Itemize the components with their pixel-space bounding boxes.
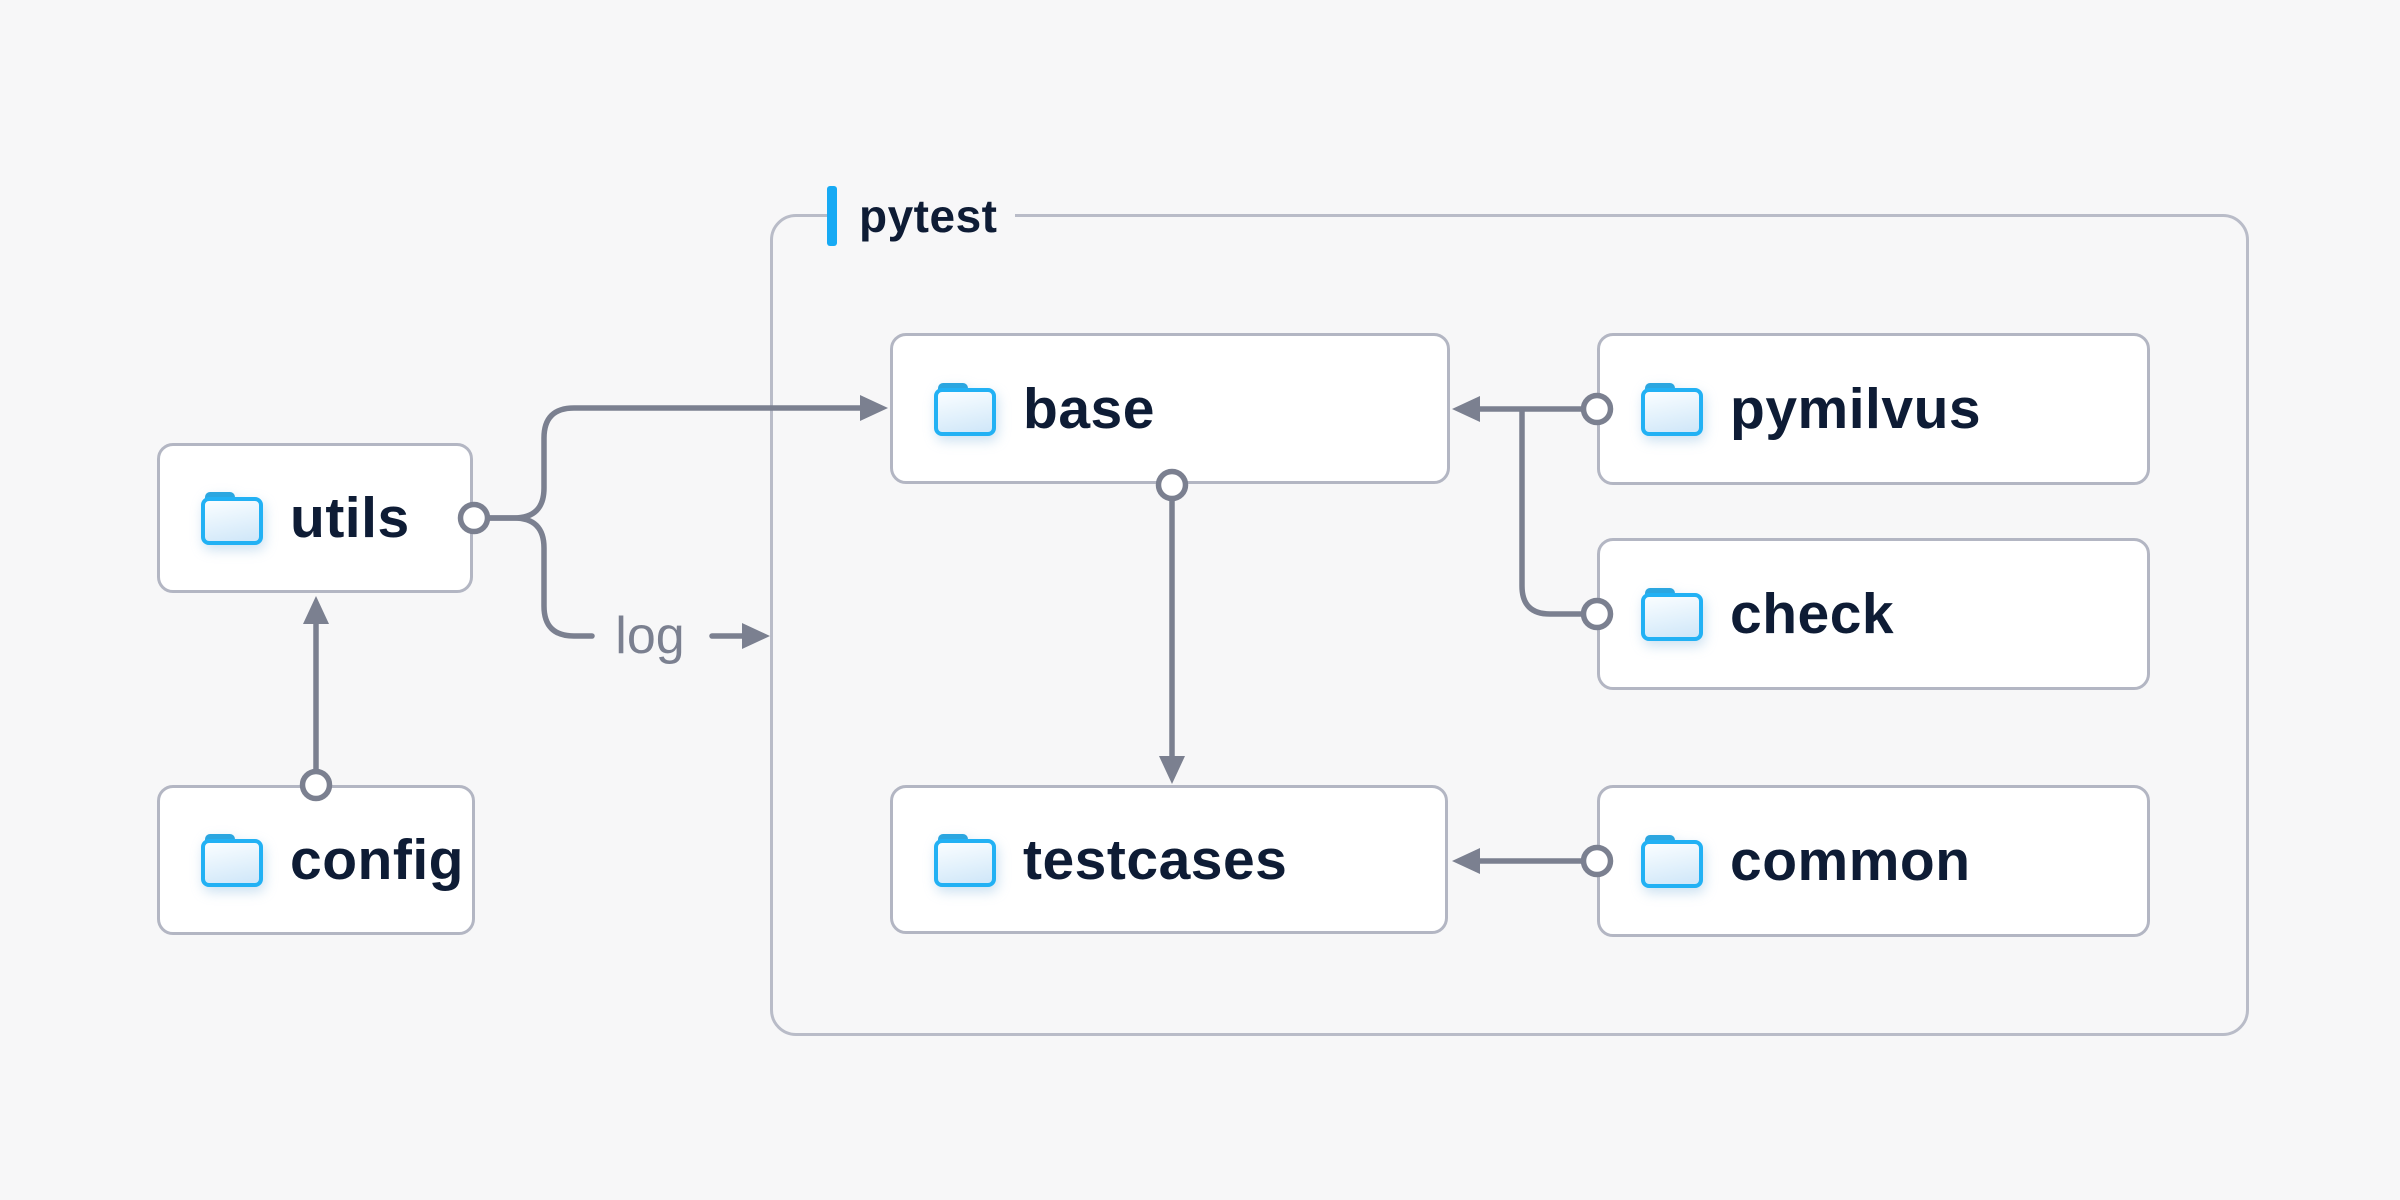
node-label: testcases xyxy=(1023,827,1288,892)
pytest-group-label: pytest xyxy=(827,186,1016,246)
node-label: utils xyxy=(290,486,410,550)
folder-body xyxy=(1641,388,1703,436)
edge-utils-log xyxy=(484,515,595,639)
accent-bar xyxy=(827,186,837,246)
node-utils: utils xyxy=(157,443,473,593)
folder-icon xyxy=(201,834,263,887)
folder-body xyxy=(1641,840,1703,888)
arrowhead-into-utils xyxy=(303,596,329,624)
folder-icon xyxy=(934,382,996,436)
node-label: common xyxy=(1730,829,1971,893)
node-check: check xyxy=(1597,538,2150,690)
folder-body xyxy=(201,497,263,545)
node-common: common xyxy=(1597,785,2150,937)
node-config: config xyxy=(157,785,475,935)
node-label: pymilvus xyxy=(1730,377,1982,441)
group-label-text: pytest xyxy=(859,190,998,242)
node-label: base xyxy=(1023,376,1155,441)
folder-body xyxy=(934,838,996,887)
pytest-group-container xyxy=(770,214,2249,1036)
folder-body xyxy=(934,387,996,436)
edge-label-log: log xyxy=(615,607,685,665)
folder-icon xyxy=(934,833,996,887)
node-label: config xyxy=(290,828,464,892)
node-base: base xyxy=(890,333,1450,484)
folder-icon xyxy=(1641,835,1703,888)
node-testcases: testcases xyxy=(890,785,1448,934)
folder-icon xyxy=(1641,588,1703,641)
node-pymilvus: pymilvus xyxy=(1597,333,2150,485)
folder-icon xyxy=(201,492,263,545)
node-label: check xyxy=(1730,582,1895,646)
folder-icon xyxy=(1641,383,1703,436)
folder-body xyxy=(1641,593,1703,641)
arrowhead-log xyxy=(742,623,770,649)
folder-body xyxy=(201,839,263,887)
